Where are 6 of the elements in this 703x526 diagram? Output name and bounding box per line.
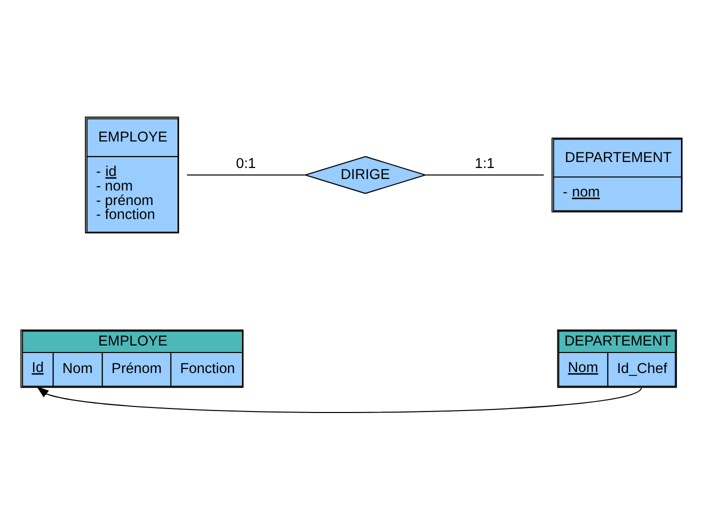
node-diamond: DIRIGE xyxy=(304,156,428,194)
arrow xyxy=(36,386,642,413)
connector xyxy=(426,174,544,176)
edge-label: 0:1 xyxy=(236,156,256,172)
edge-label: 1:1 xyxy=(474,156,495,172)
connector xyxy=(187,174,305,176)
